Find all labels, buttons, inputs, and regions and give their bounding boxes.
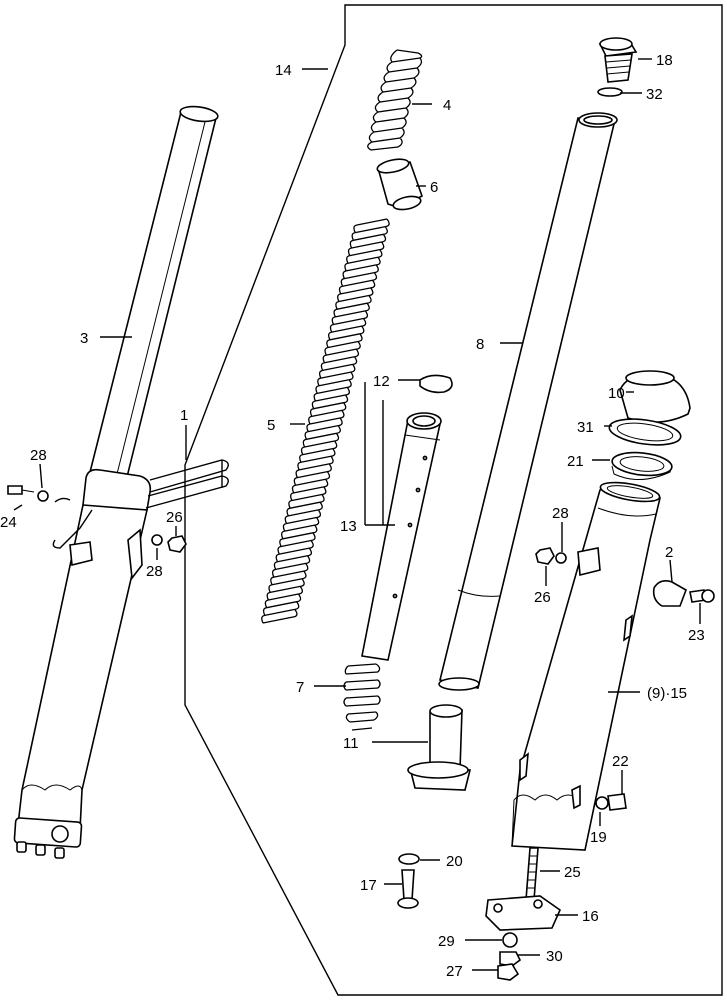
callout-4: 4 [443,97,451,114]
callout-28-bottom: 28 [146,563,163,580]
callout-5: 5 [267,417,275,434]
callout-28-right: 28 [552,505,569,522]
oil-lock-piece-11 [407,704,472,791]
callout-30: 30 [546,948,563,965]
washer-28-mid [151,534,163,546]
callout-31: 31 [577,419,594,436]
nut-27 [497,963,520,981]
right-small-parts [397,547,715,981]
washer-19 [595,796,609,810]
callout-2: 2 [665,544,673,561]
callout-25: 25 [564,864,581,881]
left-tube-top [179,105,219,123]
callout-6: 6 [430,179,438,196]
washer-28-right [555,552,567,564]
nut-26-left [167,535,187,553]
holder-2 [652,580,687,607]
long-spring-coils [261,218,390,624]
callout-13: 13 [340,518,357,535]
left-small-parts [7,485,187,553]
callout-26-right: 26 [534,589,551,606]
callout-28-top: 28 [30,447,47,464]
wire-guide-bracket [145,459,229,509]
callout-labels: 1 2 3 4 5 6 7 8 (9)·15 10 11 12 13 14 16… [0,52,705,980]
callout-24: 24 [0,514,17,531]
assembly-boundary [184,4,723,996]
callout-18: 18 [656,52,673,69]
bolt-22 [607,793,627,811]
left-fork-assembly [13,105,229,859]
callout-7: 7 [296,679,304,696]
callout-32: 32 [646,86,663,103]
o-ring-32 [597,87,623,97]
callout-11: 11 [343,735,359,752]
washer-29 [502,932,518,948]
axle-holder-16 [485,895,561,931]
callout-27: 27 [446,963,463,980]
callout-8: 8 [476,336,484,353]
short-spring-4 [367,49,423,151]
callout-10: 10 [608,385,625,402]
callout-29: 29 [438,933,455,950]
callout-19: 19 [590,829,607,846]
bolt-24 [7,485,23,495]
callout-17: 17 [360,877,377,894]
callout-9-15: (9)·15 [647,685,687,702]
callout-22: 22 [612,753,629,770]
oil-seal-21 [611,451,673,480]
leader-lines [13,58,701,971]
fork-tube-8 [438,112,618,691]
wire-clip [52,497,93,549]
callout-26-left: 26 [166,509,183,526]
piston-ring-12 [419,374,453,394]
drain-bolt-17 [401,869,415,901]
dust-seal-10 [619,370,691,423]
long-spring-5 [261,218,390,624]
rebound-spring-7 [343,663,381,731]
left-inner-tube [87,111,217,486]
callout-23: 23 [688,627,705,644]
washer-20 [398,853,420,865]
callout-12: 12 [373,373,390,390]
callout-21: 21 [567,453,584,470]
fork-cap-bolt-18 [598,37,638,83]
callout-14: 14 [275,62,292,79]
stopper-ring-31 [608,418,682,446]
damper-rod-13 [361,412,442,661]
callout-20: 20 [446,853,463,870]
nut-30 [499,951,522,967]
nut-26-right [535,547,555,565]
callout-16: 16 [582,908,599,925]
callout-1: 1 [180,407,188,424]
callout-3: 3 [80,330,88,347]
right-outer-slider-15 [511,481,661,851]
washer-28-left [37,490,49,502]
spacer-6 [376,158,423,211]
